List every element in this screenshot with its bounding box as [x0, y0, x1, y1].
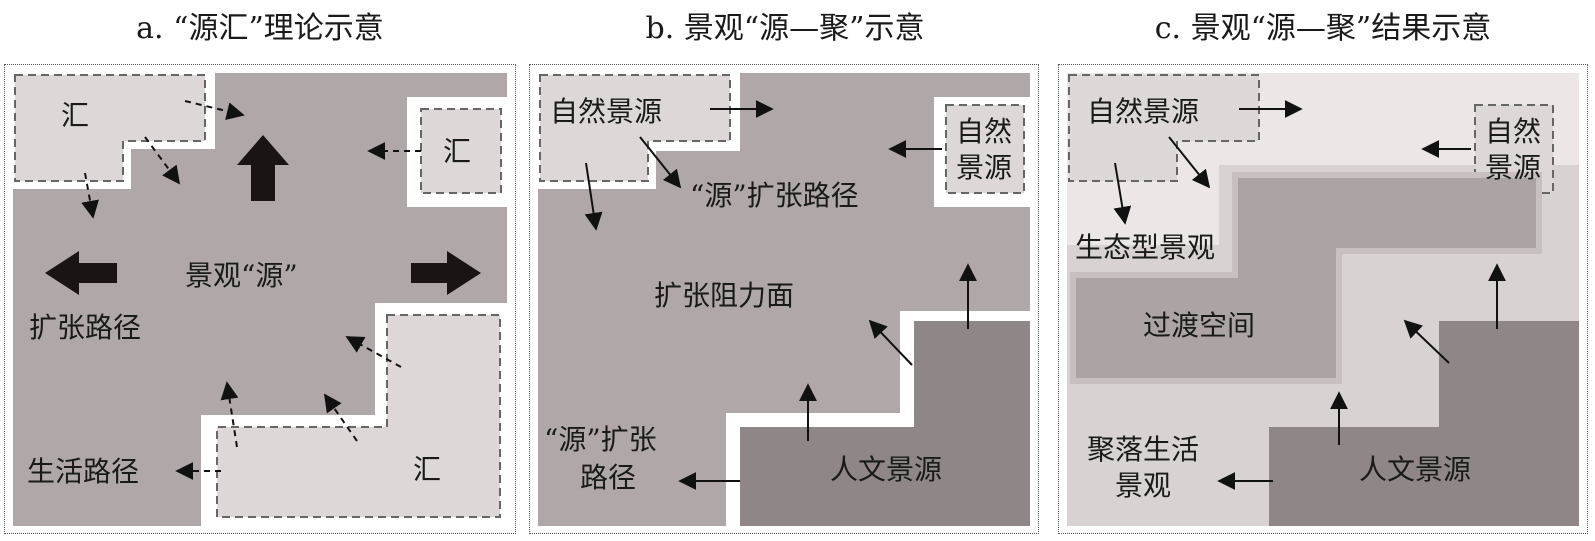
label-settlement-1: 聚落生活	[1087, 433, 1199, 466]
label-human-source: 人文景源	[1359, 453, 1471, 486]
label-landscape-source: 景观“源”	[185, 259, 298, 292]
natural-source-top-left	[539, 74, 731, 182]
label-life-path: 生活路径	[27, 455, 139, 488]
label-transition-space: 过渡空间	[1143, 309, 1255, 342]
dashed-arrow	[81, 172, 99, 219]
label-source-expansion-2: 路径	[580, 461, 636, 494]
solid-arrow	[1168, 136, 1211, 189]
solid-arrow	[1113, 162, 1132, 225]
natural-source-top-right	[945, 104, 1025, 194]
panel-c-diagram: 自然景源 自然 景源 生态型景观 过渡空间 聚落生活 景观 人文景源	[1067, 73, 1579, 526]
panel-b-title: b. 景观“源—聚”示意	[645, 11, 925, 46]
label-sink-top-right: 汇	[443, 135, 471, 168]
label-sink-top-left: 汇	[61, 99, 89, 132]
arrow-left-icon	[45, 251, 117, 295]
solid-arrow	[639, 136, 682, 189]
dashed-arrow	[144, 136, 181, 185]
panel-a-diagram: 汇 汇 汇 景观“源” 扩张路径 生活路径	[13, 73, 507, 526]
panel-a-title: a. “源汇”理论示意	[136, 11, 384, 46]
arrow-up-icon	[237, 135, 289, 201]
label-expansion-path: 扩张路径	[29, 311, 141, 344]
label-natural-source-right-1: 自然	[1485, 115, 1541, 148]
natural-source-top-left	[1068, 74, 1260, 182]
label-natural-source-right-2: 景源	[1485, 151, 1541, 184]
label-natural-source-top-left: 自然景源	[1087, 95, 1199, 128]
solid-arrow	[868, 319, 913, 366]
sink-top-right	[420, 108, 502, 194]
label-source-expansion-1: “源”扩张	[544, 423, 657, 456]
arrow-right-icon	[411, 251, 481, 295]
dashed-arrow	[323, 393, 358, 442]
solid-arrow	[1403, 319, 1450, 364]
label-source-expansion-path: “源”扩张路径	[690, 179, 859, 212]
human-source	[1269, 321, 1579, 526]
panel-b: 自然景源 自然 景源 “源”扩张路径 扩张阻力面 “源”扩张 路径 人文景源	[529, 64, 1039, 534]
label-ecological-landscape: 生态型景观	[1075, 231, 1215, 264]
panel-c-title: c. 景观“源—聚”结果示意	[1154, 11, 1492, 46]
label-natural-source-top-left: 自然景源	[550, 95, 662, 128]
sink-top-left	[14, 74, 206, 182]
label-settlement-2: 景观	[1115, 469, 1171, 502]
dashed-arrow	[184, 100, 245, 120]
label-human-source: 人文景源	[830, 453, 942, 486]
sink-bottom-right	[216, 314, 501, 518]
label-natural-source-right-2: 景源	[956, 151, 1012, 184]
panel-b-diagram: 自然景源 自然 景源 “源”扩张路径 扩张阻力面 “源”扩张 路径 人文景源	[538, 73, 1030, 526]
label-resistance-surface: 扩张阻力面	[654, 279, 794, 312]
panel-a: 汇 汇 汇 景观“源” 扩张路径 生活路径	[4, 64, 516, 534]
solid-arrow	[584, 162, 603, 231]
panel-c: 自然景源 自然 景源 生态型景观 过渡空间 聚落生活 景观 人文景源	[1058, 64, 1588, 534]
human-source	[740, 321, 1030, 526]
label-natural-source-right-1: 自然	[956, 115, 1012, 148]
transition-space	[1070, 172, 1542, 384]
label-sink-bottom-right: 汇	[413, 453, 441, 486]
